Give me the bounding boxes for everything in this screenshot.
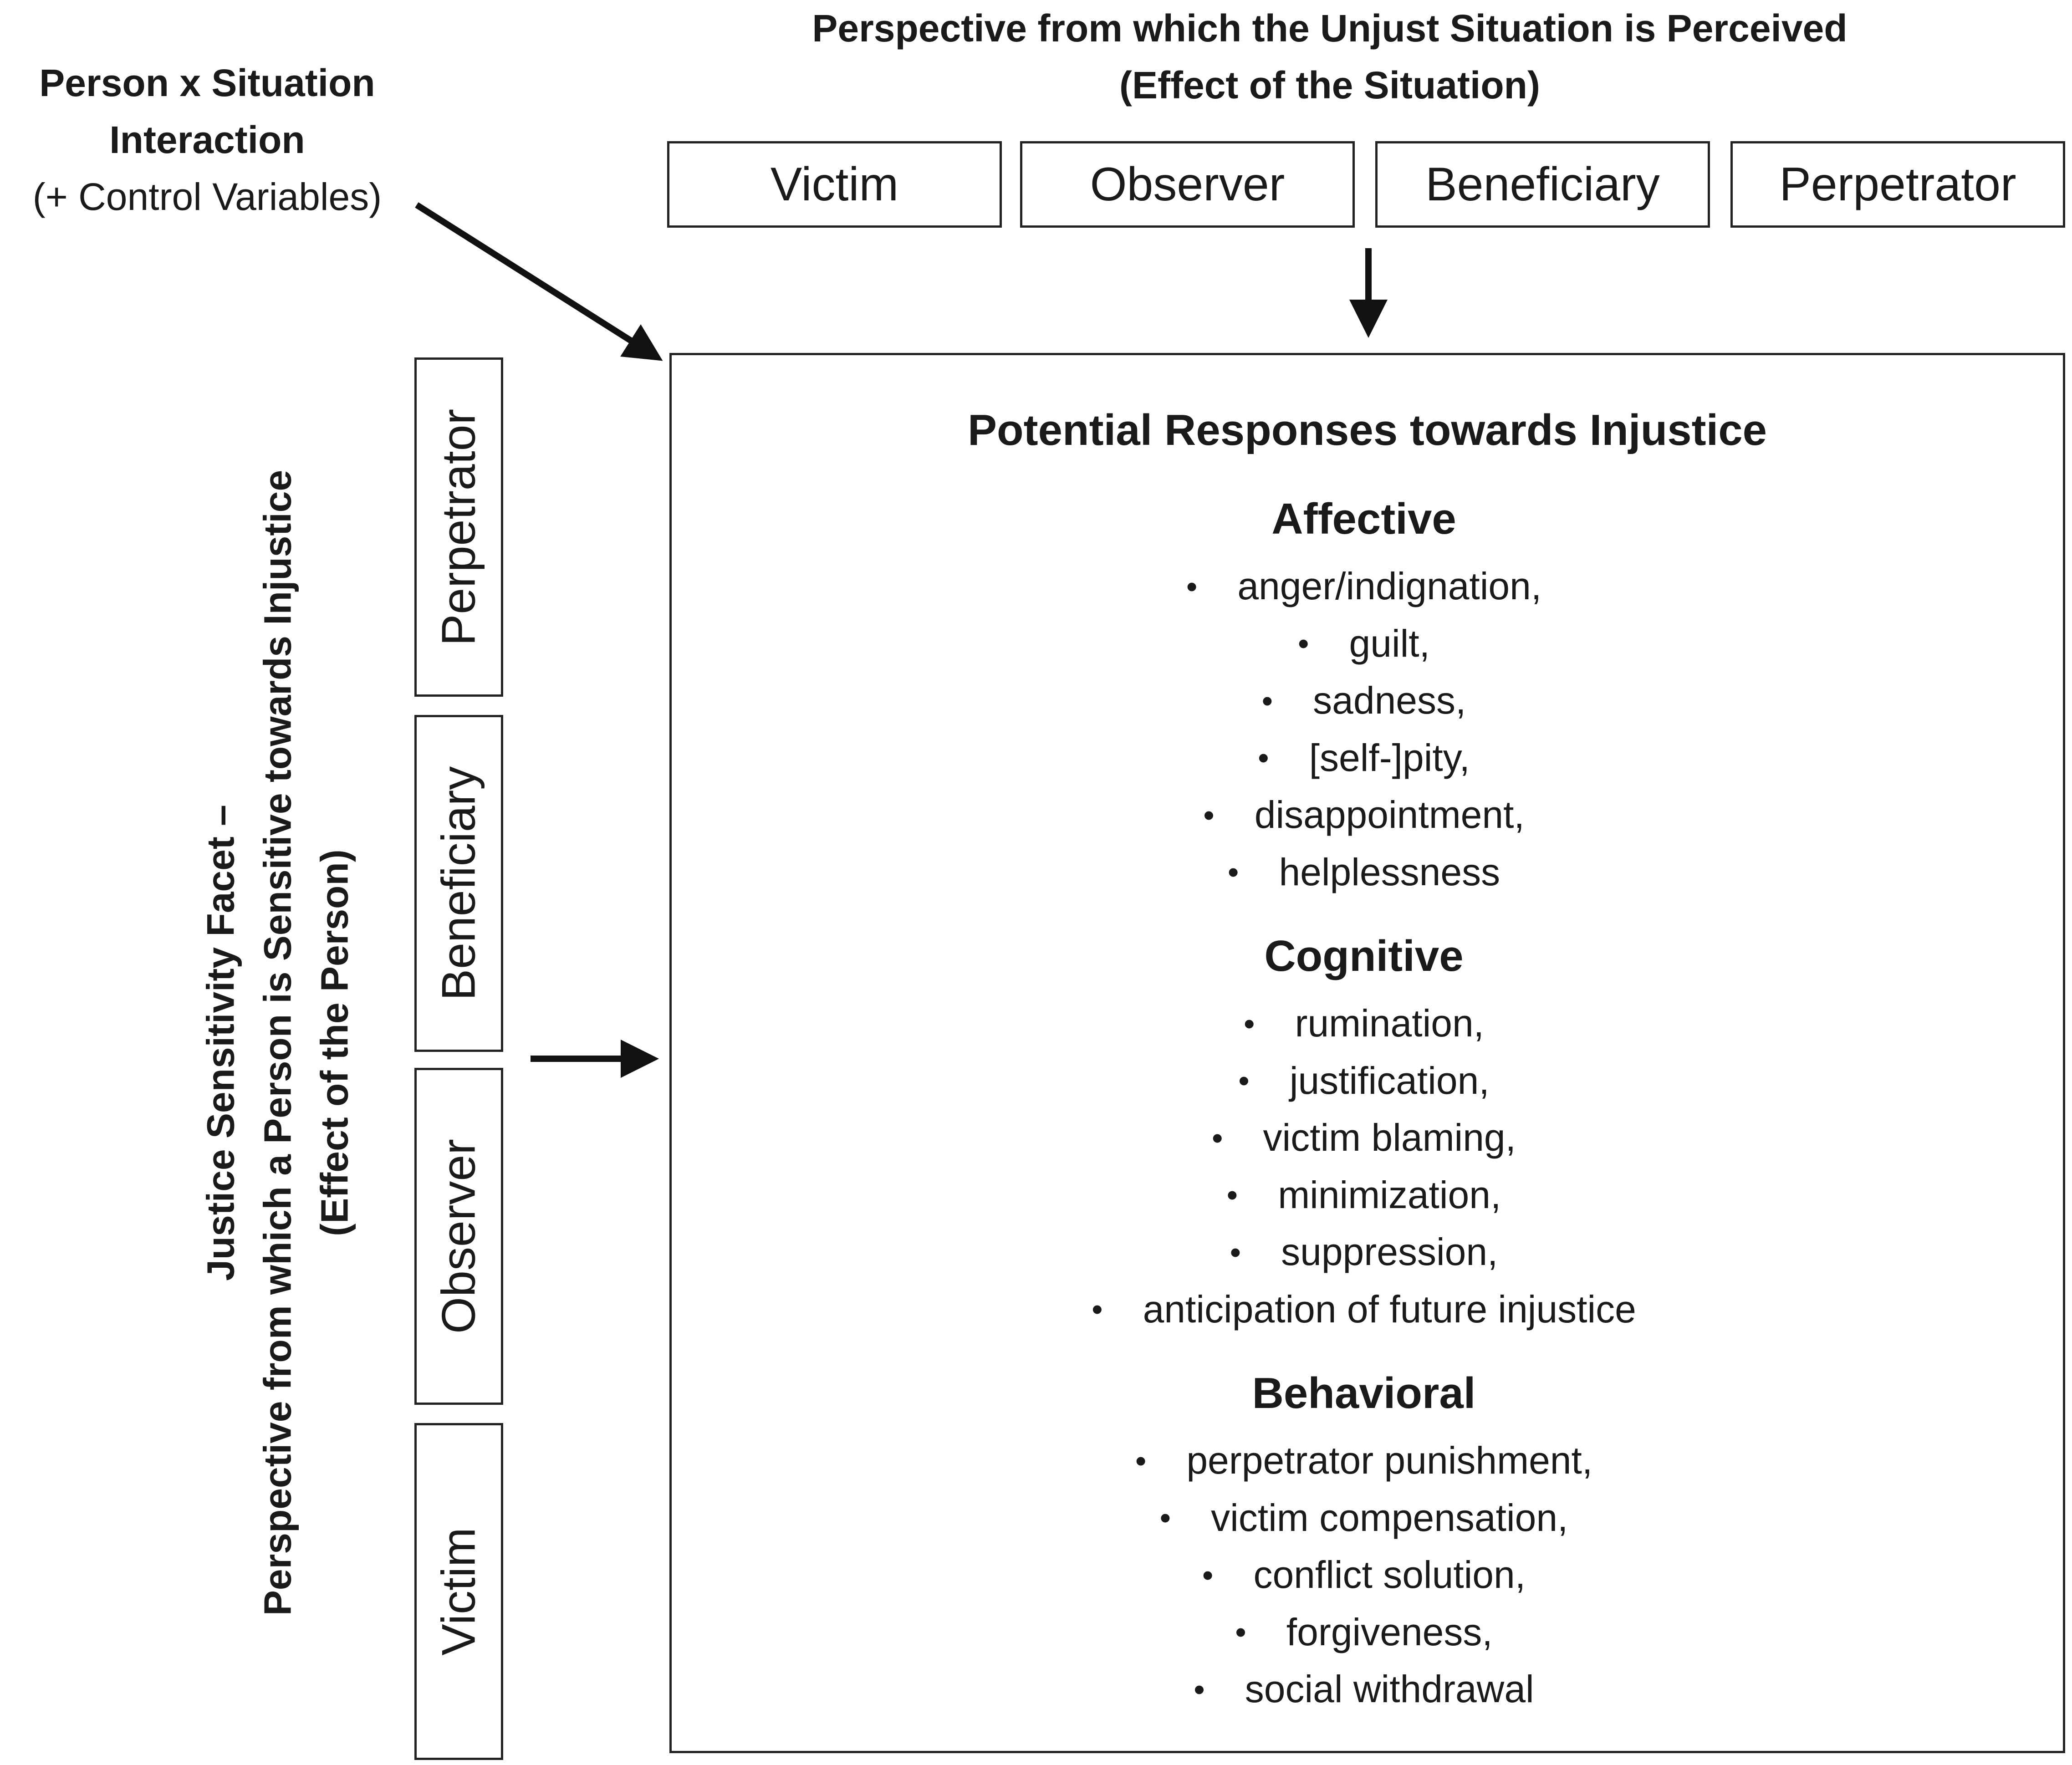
- behavioral-list: •perpetrator punishment, •victim compens…: [1000, 1432, 1728, 1718]
- interaction-line3: (+ Control Variables): [32, 175, 382, 218]
- bullet-icon: •: [1092, 1291, 1103, 1327]
- list-item: •minimization,: [1226, 1173, 1501, 1216]
- list-item: •anticipation of future injustice: [1092, 1287, 1636, 1331]
- facet-box-observer: Observer: [414, 1068, 503, 1405]
- list-item: •justification,: [1238, 1059, 1490, 1102]
- list-item: •suppression,: [1230, 1230, 1498, 1274]
- list-item: •[self-]pity,: [1258, 736, 1470, 779]
- bullet-icon: •: [1212, 1120, 1223, 1156]
- bullet-icon: •: [1203, 797, 1215, 833]
- category-heading-behavioral: Behavioral: [1252, 1369, 1476, 1418]
- category-heading-affective: Affective: [1271, 495, 1456, 543]
- list-item: •rumination,: [1243, 1002, 1485, 1045]
- bullet-icon: •: [1227, 854, 1239, 890]
- bullet-icon: •: [1261, 683, 1273, 719]
- list-item: •conflict solution,: [1202, 1553, 1526, 1597]
- bullet-icon: •: [1202, 1557, 1214, 1593]
- facet-box-perpetrator: Perpetrator: [414, 357, 503, 697]
- list-item: •social withdrawal: [1194, 1668, 1534, 1711]
- bullet-icon: •: [1243, 1005, 1255, 1041]
- facet-box-victim-label: Victim: [432, 1527, 485, 1656]
- interaction-line2: Interaction: [109, 118, 305, 161]
- facet-line3: (Effect of the Person): [313, 849, 356, 1236]
- situation-box-observer: Observer: [1020, 141, 1355, 228]
- cognitive-list: •rumination, •justification, •victim bla…: [1000, 995, 1728, 1338]
- bullet-icon: •: [1159, 1500, 1171, 1536]
- list-item: •victim compensation,: [1159, 1496, 1568, 1539]
- interaction-arrow: [415, 202, 663, 361]
- interaction-line1: Person x Situation: [39, 61, 375, 104]
- facet-line1: Justice Sensitivity Facet –: [199, 805, 242, 1281]
- responses-box: Potential Responses towards Injustice Af…: [669, 353, 2065, 1753]
- list-item: •guilt,: [1298, 622, 1430, 665]
- bullet-icon: •: [1235, 1614, 1246, 1650]
- bullet-icon: •: [1230, 1234, 1241, 1270]
- category-heading-cognitive: Cognitive: [1264, 932, 1464, 980]
- responses-title: Potential Responses towards Injustice: [967, 406, 1767, 454]
- facet-box-victim: Victim: [414, 1423, 503, 1760]
- facet-label: Justice Sensitivity Facet – Perspective …: [193, 405, 363, 1680]
- bullet-icon: •: [1186, 568, 1198, 604]
- interaction-label: Person x Situation Interaction (+ Contro…: [0, 55, 414, 225]
- list-item: •anger/indignation,: [1186, 565, 1542, 608]
- bullet-icon: •: [1238, 1063, 1250, 1099]
- bullet-icon: •: [1226, 1177, 1238, 1213]
- facet-line2: Perspective from which a Person is Sensi…: [256, 469, 299, 1616]
- situation-box-beneficiary: Beneficiary: [1375, 141, 1710, 228]
- bullet-icon: •: [1135, 1443, 1147, 1479]
- list-item: •sadness,: [1261, 679, 1466, 722]
- bullet-icon: •: [1258, 740, 1269, 776]
- list-item: •disappointment,: [1203, 793, 1525, 837]
- situation-title: Perspective from which the Unjust Situat…: [656, 0, 2004, 114]
- situation-title-line2: (Effect of the Situation): [1119, 64, 1540, 107]
- bullet-icon: •: [1194, 1671, 1205, 1707]
- facet-box-perpetrator-label: Perpetrator: [432, 408, 485, 646]
- facet-box-beneficiary: Beneficiary: [414, 715, 503, 1052]
- list-item: •perpetrator punishment,: [1135, 1439, 1593, 1482]
- bullet-icon: •: [1298, 626, 1309, 662]
- list-item: •forgiveness,: [1235, 1610, 1493, 1653]
- facet-box-beneficiary-label: Beneficiary: [432, 766, 485, 1001]
- situation-box-victim: Victim: [667, 141, 1002, 228]
- list-item: •helplessness: [1227, 850, 1500, 893]
- situation-box-perpetrator: Perpetrator: [1730, 141, 2065, 228]
- list-item: •victim blaming,: [1212, 1116, 1516, 1159]
- facet-box-observer-label: Observer: [432, 1139, 485, 1334]
- affective-list: •anger/indignation, •guilt, •sadness, •[…: [1000, 558, 1728, 901]
- situation-title-line1: Perspective from which the Unjust Situat…: [812, 7, 1847, 50]
